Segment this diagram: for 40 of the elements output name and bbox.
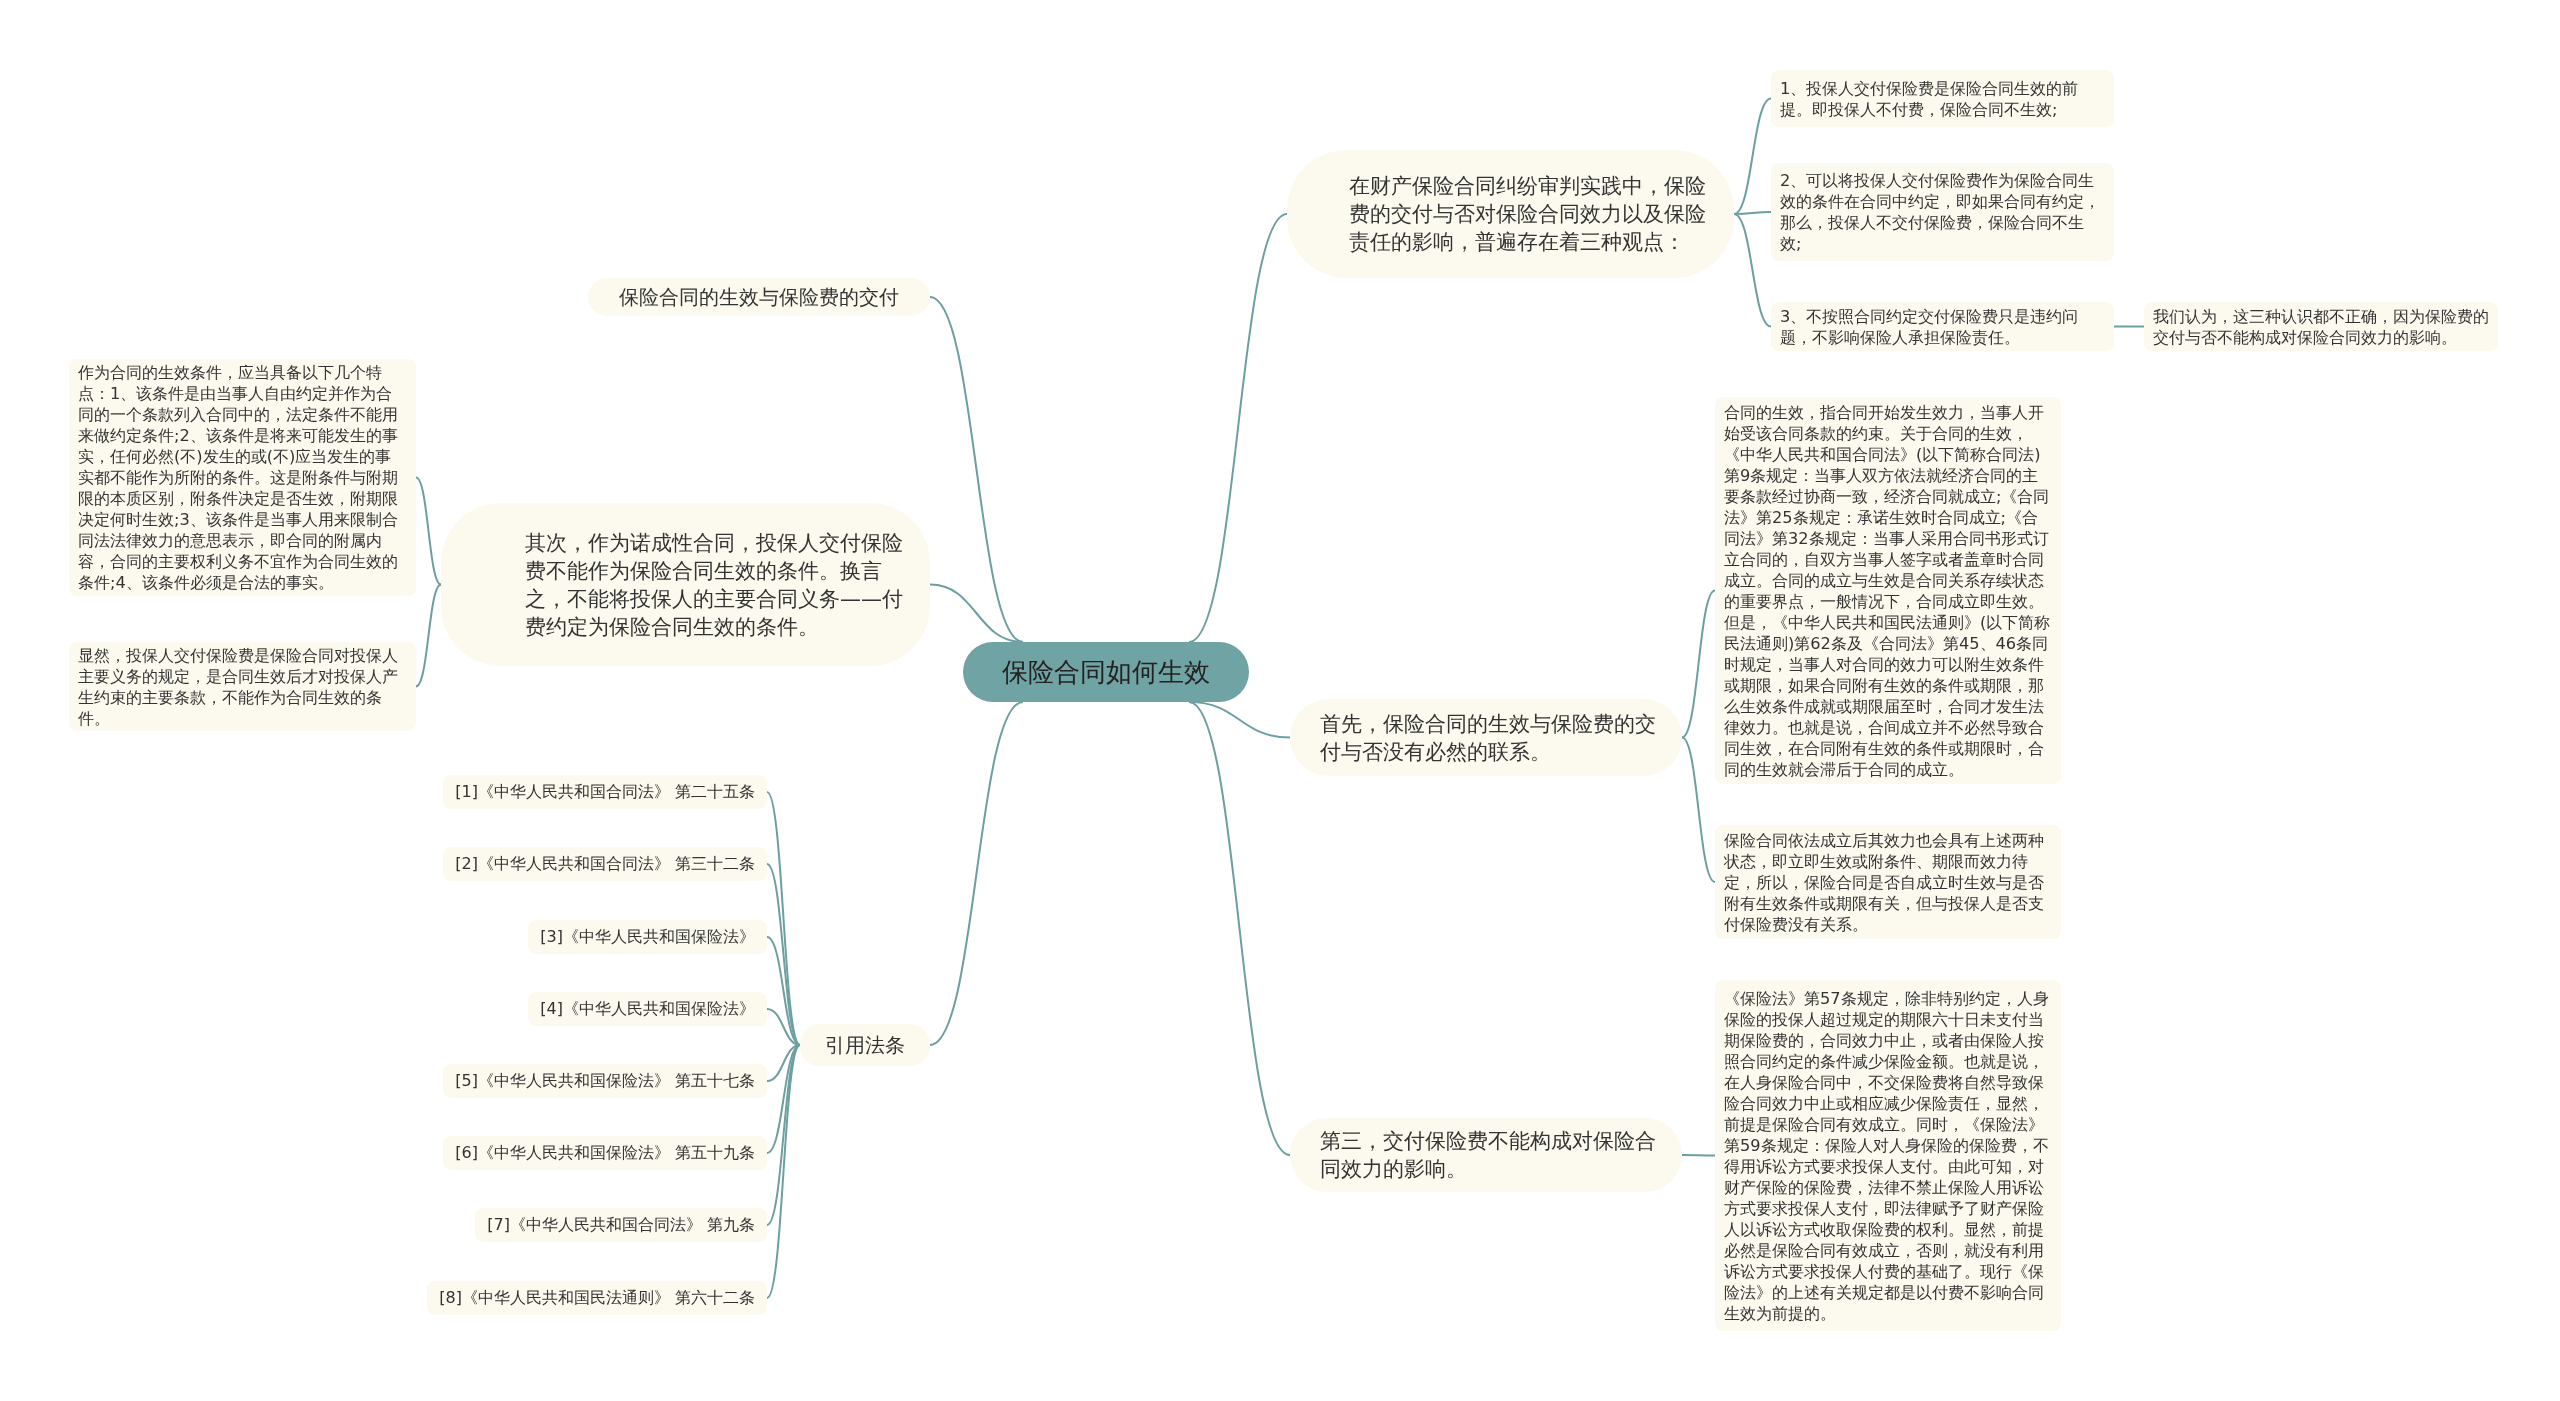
text-box: 2、可以将投保人交付保险费作为保险合同生效的条件在合同中约定，即如果合同有约定，那么，投保人不交付保险费，保险合同不生效; [1771,163,2114,261]
connector-line [766,863,801,1046]
reference-box: [2]《中华人民共和国合同法》 第三十二条 [443,847,767,881]
topic-box: 其次，作为诺成性合同，投保人交付保险费不能作为保险合同生效的条件。换言之，不能将投保人的主要合同义务——付费约定为保险合同生效的条件。 [441,503,930,666]
text-box: 我们认为，这三种认识都不正确，因为保险费的交付与否不能构成对保险合同效力的影响。 [2144,302,2498,351]
text-box: 显然，投保人交付保险费是保险合同对投保人主要义务的规定，是合同生效后才对投保人产生约束的主要条款，不能作为合同生效的条件。 [69,642,416,731]
text-box: 3、不按照合同约定交付保险费只是违约问题，不影响保险人承担保险责任。 [1771,302,2114,351]
connector-line [2113,325,2145,328]
connector-line [929,583,1024,643]
reference-box: [5]《中华人民共和国保险法》 第五十七条 [443,1064,767,1098]
reference-box: [1]《中华人民共和国合同法》 第二十五条 [443,775,767,809]
connector-line [1188,213,1288,643]
connector-line [929,296,1024,643]
connector-line [415,476,442,586]
reference-box: [7]《中华人民共和国合同法》 第九条 [475,1208,767,1242]
connector-line [1733,97,1772,215]
topic-box: 第三，交付保险费不能构成对保险合同效力的影响。 [1290,1118,1682,1192]
text-box: 《保险法》第57条规定，除非特别约定，人身保险的投保人超过规定的期限六十日未支付当期保险费的，合同效力中止，或者由保险人按照合同约定的条件减少保险金额。也就是说，在人身保险合同中，不交保险费将自然导致保险合同效力中止或相应减少保险责任，显然，前提是保险合同有效成立。同时，《保险法》第59条规定：保险人对人身保险的保险费，不得用诉讼方式要求投保人支付。由此可知，对财产保险的保险费，法律不禁止保险人用诉讼方式要求投保人支付，即法律赋予了财产保险人以诉讼方式收取保险费的权利。显然，前提必然是保险合同有效成立，否则，就没有利用诉讼方式要求投保人付费的基础了。现行《保险法》的上述有关规定都是以付费不影响合同生效为前提的。 [1715,980,2061,1331]
text-box: 1、投保人交付保险费是保险合同生效的前提。即投保人不付费，保险合同不生效; [1771,70,2114,127]
text-box: 合同的生效，指合同开始发生效力，当事人开始受该合同条款的约束。关于合同的生效，《中华人民共和国合同法》(以下简称合同法)第9条规定：当事人双方依法就经济合同的主要条款经过协商一致，经济合同就成立;《合同法》第25条规定：承诺生效时合同成立;《合同法》第32条规定：当事人采用合同书形式订立合同的，自双方当事人签字或者盖章时合同成立。合同的成立与生效是合同关系存续状态的重要界点，一般情况下，合同成立即生效。但是，《中华人民共和国民法通则》(以下简称民法通则)第62条及《合同法》第45、46条同时规定，当事人对合同的效力可以附生效条件或期限，如果合同附有生效的条件或期限，那么生效条件成就或期限届至时，合同才发生法律效力。也就是说，合间成立并不必然导致合同生效，在合同附有生效的条件或期限时，合同的生效就会滞后于合同的成立。 [1715,397,2061,784]
connector-line [1681,589,1716,739]
topic-box: 首先，保险合同的生效与保险费的交付与否没有必然的联系。 [1290,699,1682,776]
text-box: 作为合同的生效条件，应当具备以下几个特点：1、该条件是由当事人自由约定并作为合同的一个条款列入合同中的，法定条件不能用来做约定条件;2、该条件是将来可能发生的事实，任何必然(不)发生的或(不)应当发生的事实都不能作为所附的条件。这是附条件与附期限的本质区别，附条件决定是否生效，附期限决定何时生效;3、该条件是当事人用来限制合同法法律效力的意思表示，即合同的附属内容，合同的主要权利义务不宜作为合同生效的条件;4、该条件必须是合法的事实。 [69,359,416,596]
connector-line [1733,213,1772,328]
topic-box: 引用法条 [800,1024,930,1066]
connector-line [1188,701,1291,1156]
text-box: 保险合同依法成立后其效力也会具有上述两种状态，即立即生效或附条件、期限而效力待定，所以，保险合同是否自成立时生效与是否附有生效条件或期限有关，但与投保人是否支付保险费没有关系。 [1715,825,2061,939]
connector-line [766,1044,801,1226]
connector-line [415,583,442,688]
connector-line [929,701,1024,1046]
connector-line [1681,736,1716,883]
reference-box: [4]《中华人民共和国保险法》 [528,992,767,1026]
connector-line [1681,1154,1716,1157]
reference-box: [8]《中华人民共和国民法通则》 第六十二条 [427,1281,767,1315]
reference-box: [3]《中华人民共和国保险法》 [528,920,767,954]
connector-line [766,1044,801,1299]
topic-box: 保险合同的生效与保险费的交付 [588,278,930,316]
topic-box: 在财产保险合同纠纷审判实践中，保险费的交付与否对保险合同效力以及保险责任的影响，普遍存在着三种观点： [1287,150,1734,278]
central-topic: 保险合同如何生效 [963,642,1249,702]
reference-box: [6]《中华人民共和国保险法》 第五十九条 [443,1136,767,1170]
